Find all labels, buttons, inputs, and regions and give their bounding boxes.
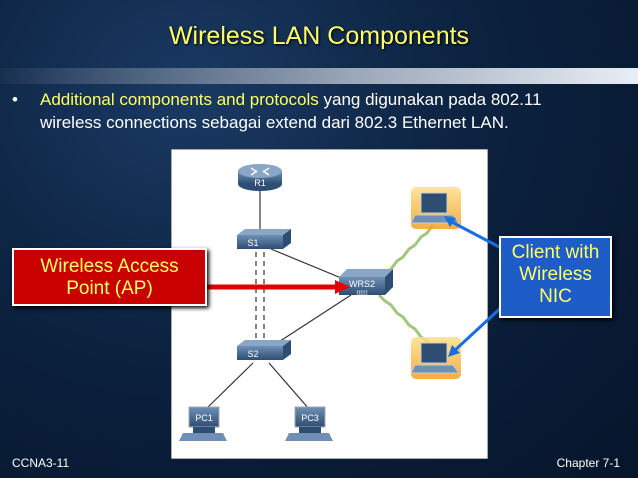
ap-callout-line1: Wireless Access <box>40 256 179 277</box>
footer-chapter-label: Chapter 7-1 <box>556 456 620 470</box>
bullet-icon: • <box>12 90 18 109</box>
title-divider-bar <box>0 68 638 84</box>
bullet-text: Additional components and protocols yang… <box>12 88 632 134</box>
wireless-router-wrs2-icon: WRS2 ℓℓℓℓℓ <box>339 269 393 297</box>
client-callout-line2: Wireless <box>519 264 592 285</box>
pc1-label: PC1 <box>195 413 213 423</box>
link-s2-wrs2 <box>270 294 352 348</box>
link-s2-pc1 <box>205 362 254 410</box>
link-s2-pc3 <box>268 362 310 410</box>
router-r1-label: R1 <box>254 178 266 188</box>
bullet-highlight: Additional components and protocols <box>40 90 319 109</box>
laptop-bottom-icon <box>410 337 461 379</box>
client-callout-box: Client with Wireless NIC <box>499 236 612 318</box>
network-diagram: R1 S1 S2 WRS2 ℓℓℓℓℓ <box>171 149 488 459</box>
slide-title: Wireless LAN Components <box>168 22 470 50</box>
wrs2-antenna-pattern: ℓℓℓℓℓ <box>355 290 368 297</box>
client-callout-line3: NIC <box>539 286 572 307</box>
pc3-icon: PC3 <box>285 406 333 441</box>
switch-s1-icon: S1 <box>237 229 291 249</box>
router-r1-icon: R1 <box>238 164 282 191</box>
switch-s1-label: S1 <box>247 238 258 248</box>
ap-callout-box: Wireless Access Point (AP) <box>12 248 207 306</box>
bullet-rest-line1: yang digunakan pada 802.11 <box>318 90 542 109</box>
link-s1-wrs2 <box>270 248 347 281</box>
switch-s2-label: S2 <box>247 349 258 359</box>
client-callout-line1: Client with <box>511 242 600 263</box>
pc1-icon: PC1 <box>179 406 227 441</box>
laptop-top-icon <box>410 187 461 229</box>
bullet-line2: wireless connections sebagai extend dari… <box>40 113 509 132</box>
wrs2-label: WRS2 <box>349 279 375 289</box>
pc3-label: PC3 <box>301 413 319 423</box>
footer-course-label: CCNA3-11 <box>12 456 70 470</box>
switch-s2-icon: S2 <box>237 340 291 360</box>
bullet-point: • Additional components and protocols ya… <box>12 88 632 134</box>
ap-callout-line2: Point (AP) <box>66 278 153 299</box>
